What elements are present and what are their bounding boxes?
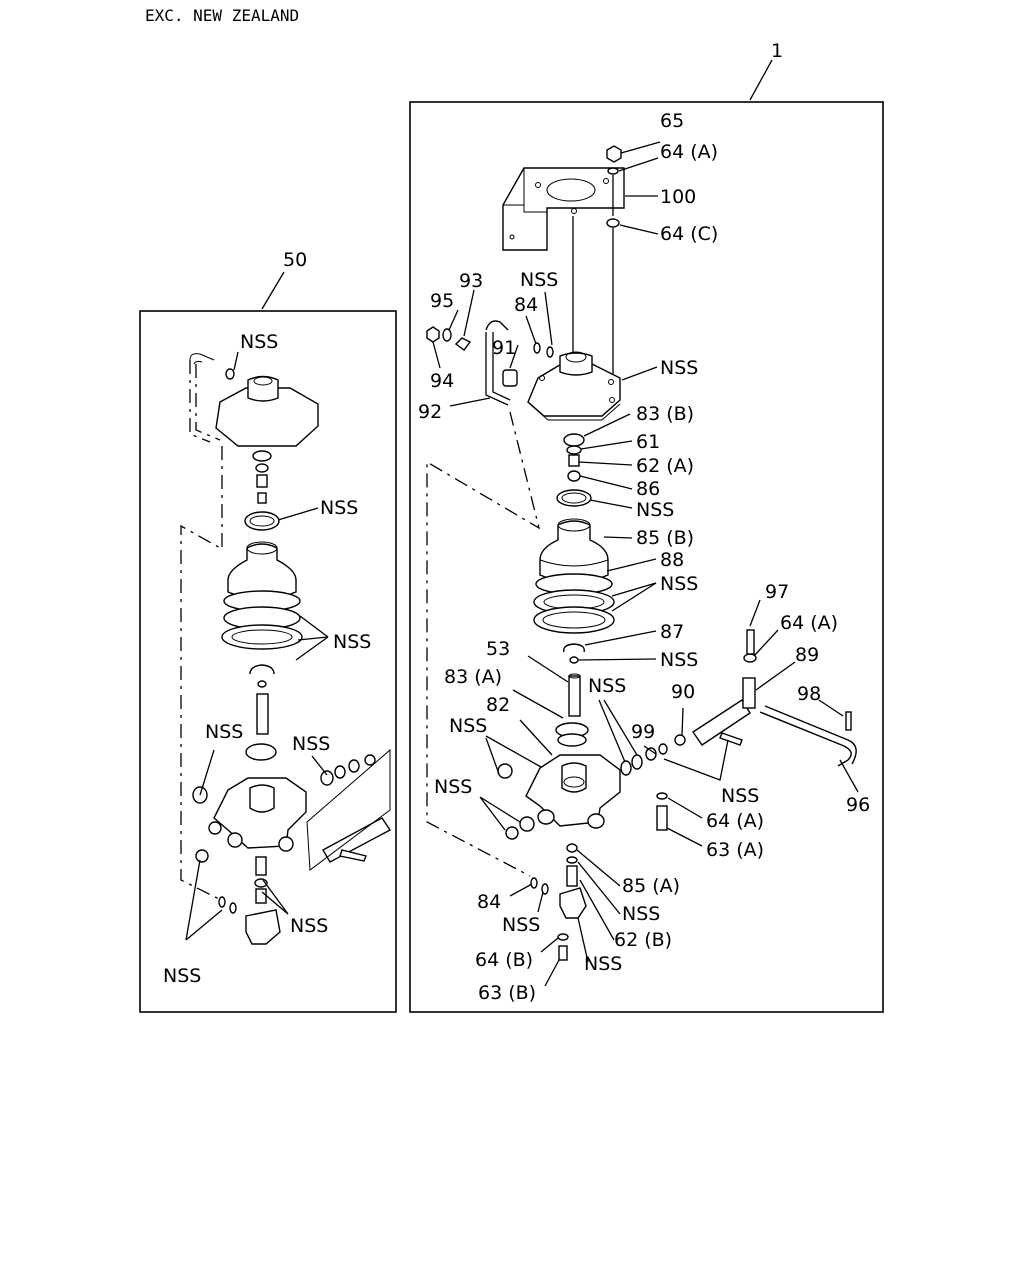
label-nss-85a: NSS [622,903,660,925]
label-99: 99 [631,721,655,743]
sub-assembly-drawing [180,351,392,945]
label-91: 91 [492,337,516,359]
label-86: 86 [636,478,660,500]
label-83a: 83 (A) [444,666,502,688]
label-90: 90 [671,681,695,703]
label-84-top: 84 [514,294,538,316]
label-nss-mid: NSS [588,675,626,697]
label-84-low: 84 [477,891,501,913]
label-62b: 62 (B) [614,929,672,951]
label-97: 97 [765,581,789,603]
sub-label-nss-lower: NSS [163,965,201,987]
label-64c: 64 (C) [660,223,718,245]
label-95: 95 [430,290,454,312]
label-nss-86: NSS [636,499,674,521]
sub-label-nss-bottom: NSS [290,915,328,937]
main-assembly-drawing [426,141,859,987]
label-85a: 85 (A) [622,875,680,897]
sub-label-nss-top: NSS [240,331,278,353]
label-85b: 85 (B) [636,527,694,549]
upper-cover-part [527,351,621,421]
sub-label-nss-bellows: NSS [333,631,371,653]
label-64a-right: 64 (A) [780,612,838,634]
label-65: 65 [660,110,684,132]
diaphragm-part [533,518,615,664]
label-100: 100 [660,186,696,208]
label-nss-87: NSS [660,649,698,671]
label-92: 92 [418,401,442,423]
label-nss-99: NSS [721,785,759,807]
label-63b: 63 (B) [478,982,536,1004]
label-93: 93 [459,270,483,292]
assembly-number-main: 1 [771,40,783,62]
label-62a: 62 (A) [636,455,694,477]
label-82: 82 [486,694,510,716]
label-89: 89 [795,644,819,666]
label-96: 96 [846,794,870,816]
assembly-number-sub: 50 [283,249,307,271]
label-53: 53 [486,638,510,660]
lower-body-part [497,734,686,840]
sub-assembly-frame [139,310,397,1013]
sub-label-nss-right: NSS [292,733,330,755]
label-nss-left: NSS [434,776,472,798]
label-63a: 63 (A) [706,839,764,861]
label-nss-cover: NSS [660,357,698,379]
label-64a-top: 64 (A) [660,141,718,163]
label-nss-88: NSS [660,573,698,595]
label-nss-top: NSS [520,269,558,291]
label-61: 61 [636,431,660,453]
label-64a-low: 64 (A) [706,810,764,832]
bracket-part [502,167,625,251]
label-98: 98 [797,683,821,705]
label-64b: 64 (B) [475,949,533,971]
page-header: EXC. NEW ZEALAND [145,6,299,25]
label-nss-84: NSS [502,914,540,936]
sub-label-nss-left: NSS [205,721,243,743]
label-nss-62b: NSS [584,953,622,975]
label-nss-82: NSS [449,715,487,737]
label-87: 87 [660,621,684,643]
label-94: 94 [430,370,454,392]
label-88: 88 [660,549,684,571]
label-83b: 83 (B) [636,403,694,425]
sub-label-nss-ring: NSS [320,497,358,519]
main-assembly-frame [409,101,884,1013]
